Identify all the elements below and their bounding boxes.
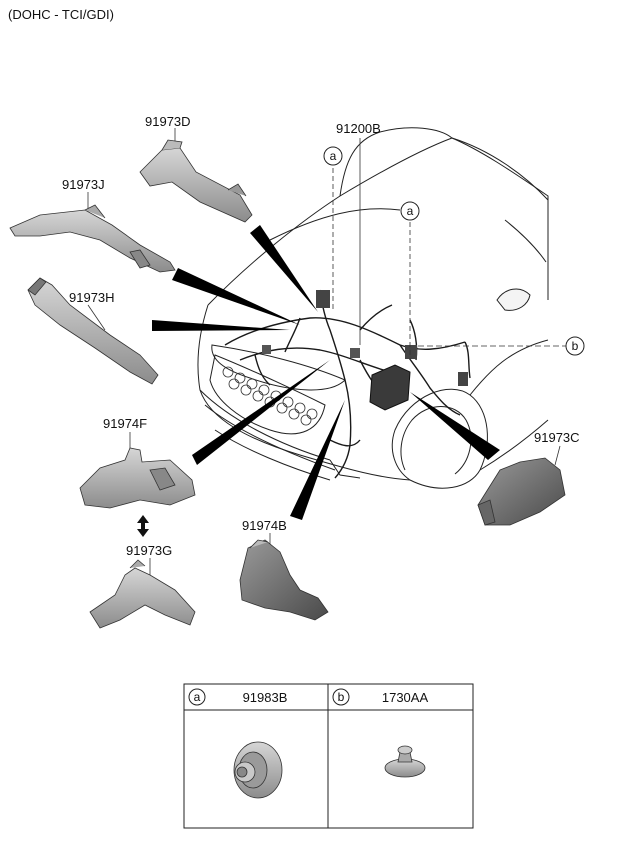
legend-part-91983b: 91983B xyxy=(243,690,288,705)
label-91974f: 91974F xyxy=(103,416,147,431)
part-91973g xyxy=(89,559,196,629)
connector-block xyxy=(350,348,360,358)
label-91973j: 91973J xyxy=(62,177,105,192)
legend-table: a 91983B b 1730AA xyxy=(183,683,474,829)
wire-harness xyxy=(224,289,471,479)
legend-marker-a: a xyxy=(194,690,201,704)
connector-block xyxy=(405,345,417,359)
callout-a-top: a xyxy=(323,146,343,166)
clip-part-illustration xyxy=(384,745,426,778)
svg-text:a: a xyxy=(407,204,414,218)
part-91973c xyxy=(477,457,566,526)
label-91974b: 91974B xyxy=(242,518,287,533)
vehicle-outline xyxy=(197,127,549,489)
legend-marker-b: b xyxy=(338,690,345,704)
svg-text:b: b xyxy=(572,339,579,353)
legend-cell-a: a 91983B xyxy=(188,688,288,706)
pointer-wedges xyxy=(152,225,500,520)
label-91973d: 91973D xyxy=(145,114,191,129)
grille-pattern xyxy=(222,366,318,426)
part-91973j xyxy=(9,204,176,273)
part-91974f xyxy=(79,447,196,509)
part-91973d xyxy=(139,139,253,223)
connector-block xyxy=(262,345,271,354)
label-91973g: 91973G xyxy=(126,543,172,558)
svg-text:a: a xyxy=(330,149,337,163)
engine-label: (DOHC - TCI/GDI) xyxy=(8,7,114,22)
part-91974b xyxy=(239,539,329,621)
label-91973c: 91973C xyxy=(534,430,580,445)
label-91200b: 91200B xyxy=(336,121,381,136)
grommet-part-illustration xyxy=(233,741,283,799)
swap-arrow-icon xyxy=(137,515,149,537)
connector-block xyxy=(316,290,330,308)
label-91973h: 91973H xyxy=(69,290,115,305)
legend-cell-b: b 1730AA xyxy=(332,688,429,706)
leader-lines xyxy=(87,128,566,575)
legend-part-1730aa: 1730AA xyxy=(382,690,429,705)
part-91973h xyxy=(27,277,159,385)
ecu-box xyxy=(369,364,411,411)
connector-block xyxy=(458,372,468,386)
callout-b: b xyxy=(565,336,585,356)
callout-a-mid: a xyxy=(400,201,420,221)
